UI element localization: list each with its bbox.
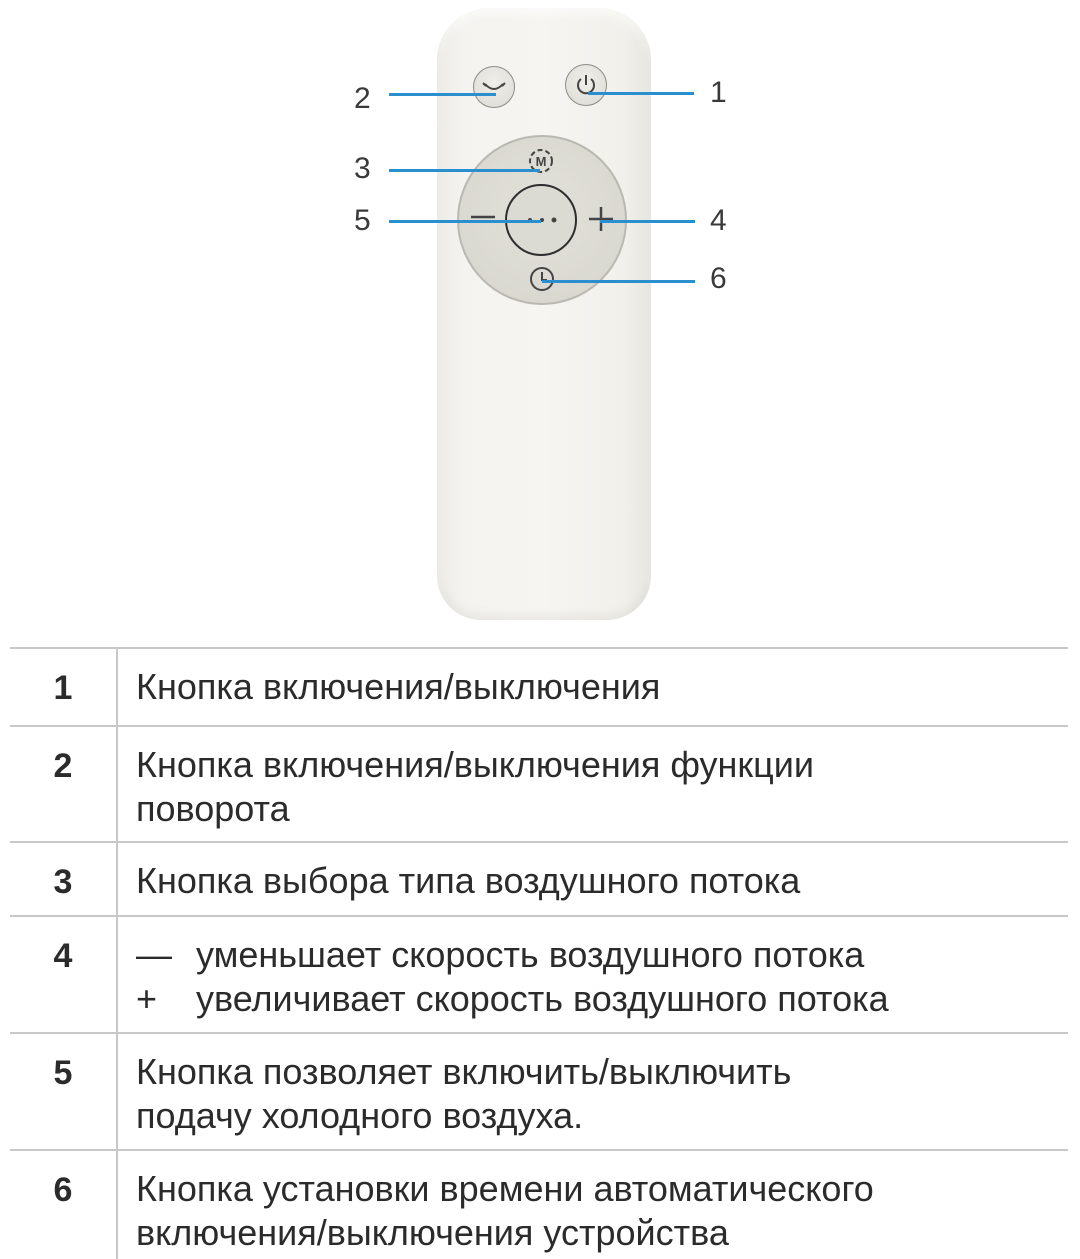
description-line: + увеличивает скорость воздушного потока [136, 977, 1068, 1021]
legend-row: 2 Кнопка включения/выключения функции по… [10, 725, 1068, 841]
description-line: включения/выключения устройства [136, 1212, 729, 1253]
row-description: Кнопка установки времени автоматического… [118, 1151, 1068, 1259]
row-number: 3 [10, 843, 118, 915]
legend-row: 3 Кнопка выбора типа воздушного потока [10, 841, 1068, 915]
callout-line-2 [389, 93, 496, 96]
legend-row: 6 Кнопка установки времени автоматическо… [10, 1149, 1068, 1259]
timer-icon [530, 267, 554, 291]
minus-symbol: — [136, 934, 172, 975]
callout-line-3 [389, 169, 540, 172]
plus-icon [589, 207, 613, 231]
oscillation-button [473, 66, 515, 108]
plus-symbol: + [136, 978, 158, 1019]
callout-number-3: 3 [354, 152, 371, 185]
row-description: — уменьшает скорость воздушного потока + у… [118, 917, 1068, 1032]
callout-number-6: 6 [710, 262, 727, 295]
power-icon [577, 75, 595, 95]
legend-row: 4 — уменьшает скорость воздушного потока … [10, 915, 1068, 1032]
legend-row: 1 Кнопка включения/выключения [10, 647, 1068, 725]
description-line: Кнопка установки времени автоматического [136, 1168, 874, 1209]
row-description: Кнопка включения/выключения [118, 649, 1068, 725]
callout-line-5 [389, 220, 541, 223]
remote-body [437, 8, 651, 620]
callout-line-6 [542, 280, 695, 283]
row-number: 5 [10, 1034, 118, 1149]
description-line: подачу холодного воздуха. [136, 1095, 584, 1136]
callout-line-1 [588, 92, 694, 95]
callout-line-4 [600, 220, 695, 223]
description-line: Кнопка включения/выключения функции [136, 744, 815, 785]
mode-label: M [536, 154, 547, 169]
legend-row: 5 Кнопка позволяет включить/выключить по… [10, 1032, 1068, 1149]
row-number: 4 [10, 917, 118, 1032]
increase-text: увеличивает скорость воздушного потока [196, 978, 889, 1019]
description-line: Кнопка позволяет включить/выключить [136, 1051, 792, 1092]
row-number: 1 [10, 649, 118, 725]
callout-number-1: 1 [710, 76, 727, 109]
description-line: — уменьшает скорость воздушного потока [136, 933, 1068, 977]
remote-diagram: M 2 1 3 5 4 6 [354, 8, 727, 620]
row-description: Кнопка выбора типа воздушного потока [118, 843, 1068, 915]
row-number: 2 [10, 727, 118, 841]
callout-number-4: 4 [710, 204, 727, 237]
description-line: поворота [136, 788, 290, 829]
row-number: 6 [10, 1151, 118, 1259]
legend-table: 1 Кнопка включения/выключения 2 Кнопка в… [10, 647, 1068, 1259]
row-description: Кнопка включения/выключения функции пово… [118, 727, 1068, 841]
description-line: Кнопка выбора типа воздушного потока [136, 860, 801, 901]
callout-number-2: 2 [354, 82, 371, 115]
description-line: Кнопка включения/выключения [136, 666, 661, 707]
decrease-text: уменьшает скорость воздушного потока [196, 934, 865, 975]
mode-icon: M [529, 149, 553, 173]
callout-number-5: 5 [354, 204, 371, 237]
oscillation-icon [482, 82, 506, 90]
minus-icon [471, 215, 495, 219]
row-description: Кнопка позволяет включить/выключить пода… [118, 1034, 1068, 1149]
